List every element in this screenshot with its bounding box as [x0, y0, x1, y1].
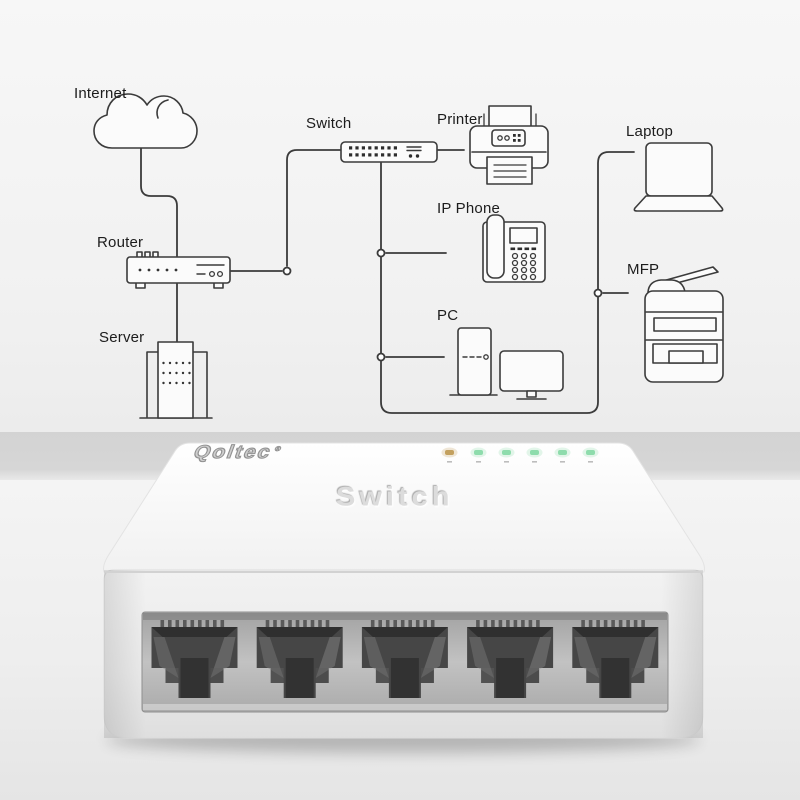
led-caption-marks — [447, 461, 593, 463]
ip-phone-icon — [482, 214, 546, 283]
laptop-icon — [633, 142, 724, 212]
case-embossed-label: Switch — [336, 482, 454, 512]
label-mfp: MFP — [627, 261, 660, 278]
edge-switch-loop — [380, 151, 635, 414]
power-led — [445, 450, 454, 455]
brand-mark: ® — [273, 444, 285, 453]
port5-led — [586, 450, 595, 455]
mfp-icon — [644, 266, 724, 383]
brand-text: Qoltec — [190, 441, 276, 463]
connection-lines — [140, 147, 635, 414]
port2-led — [502, 450, 511, 455]
label-router: Router — [97, 234, 144, 251]
edge-internet-router — [140, 147, 178, 257]
label-switch: Switch — [306, 115, 352, 132]
switch-product-photo — [103, 442, 705, 753]
printer-icon — [469, 105, 549, 185]
network-diagram — [93, 93, 724, 419]
device-icons — [93, 93, 724, 419]
internet-cloud-icon — [93, 93, 198, 149]
label-server: Server — [99, 329, 145, 346]
label-ip-phone: IP Phone — [437, 200, 501, 217]
edge-junction-switch — [286, 149, 341, 267]
label-laptop: Laptop — [626, 123, 674, 140]
port1-led — [474, 450, 483, 455]
junction-node — [376, 248, 386, 258]
label-pc: PC — [437, 307, 459, 324]
port3-led — [530, 450, 539, 455]
junction-node — [593, 288, 603, 298]
port4-led — [558, 450, 567, 455]
router-icon — [126, 251, 231, 289]
port-strip — [141, 611, 669, 713]
label-printer: Printer — [437, 111, 483, 128]
brand-logo: Qoltec® — [190, 441, 388, 463]
led-row — [441, 447, 599, 463]
label-internet: Internet — [74, 85, 127, 102]
junction-node — [376, 352, 386, 362]
switch-icon — [340, 141, 438, 163]
junction-node — [282, 266, 292, 276]
pc-icon — [449, 327, 564, 400]
server-icon — [139, 341, 213, 419]
